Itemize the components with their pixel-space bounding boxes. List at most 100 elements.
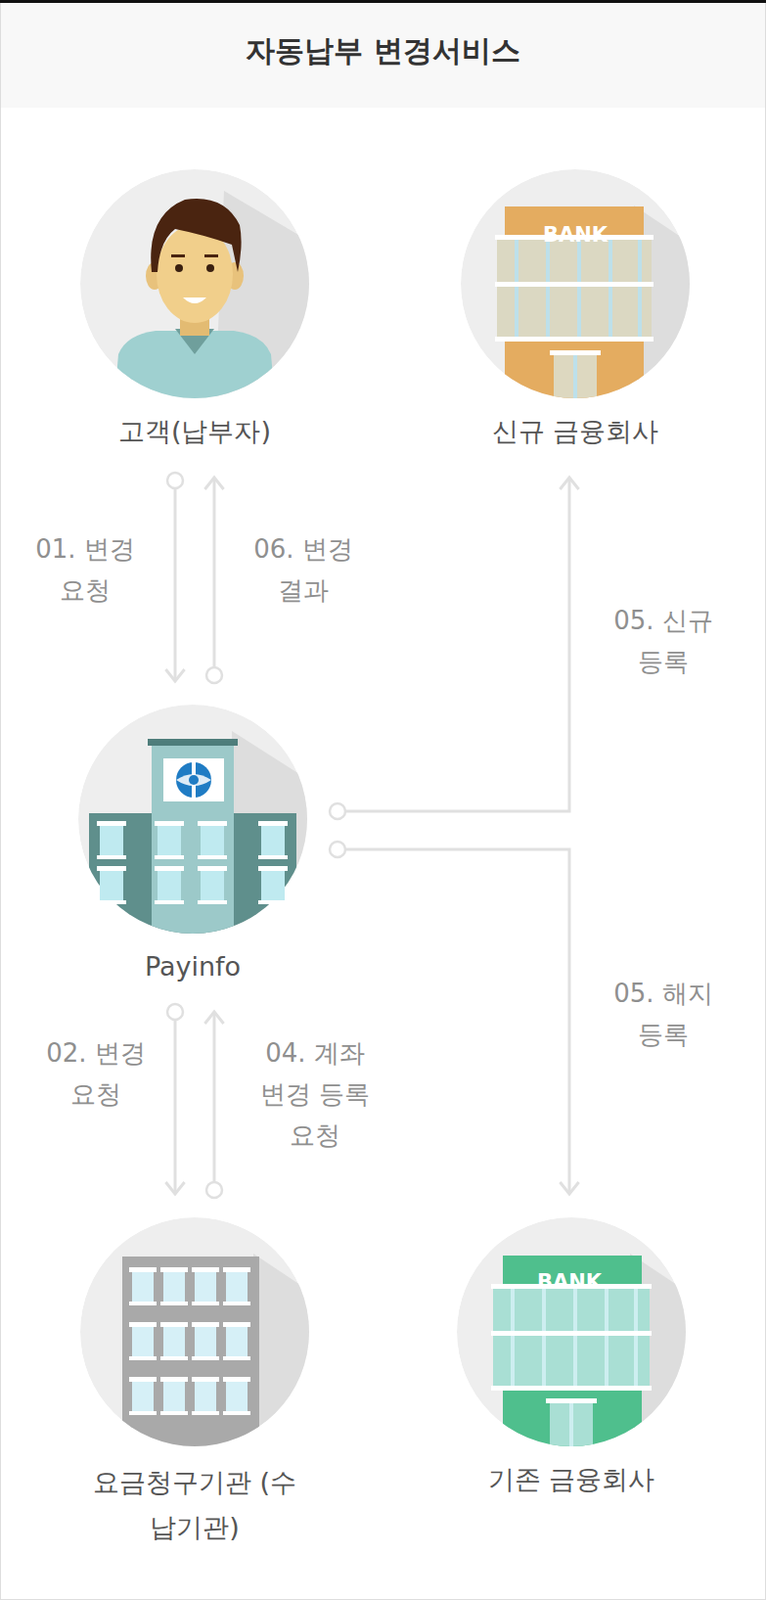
- window-cap: [258, 865, 288, 871]
- payinfo-building-icon: [78, 704, 340, 956]
- connector: [204, 477, 224, 683]
- window: [261, 824, 285, 857]
- window-cap: [160, 1266, 188, 1272]
- window-sill: [258, 855, 288, 859]
- step-label: 01. 변경요청: [24, 528, 146, 611]
- diagram-title: 자동납부 변경서비스: [0, 31, 766, 72]
- window: [163, 1325, 185, 1357]
- window: [225, 1270, 248, 1303]
- window-sill: [154, 900, 184, 904]
- window-cap: [191, 1266, 220, 1272]
- step-label: 05. 해지등록: [602, 972, 724, 1055]
- arrow-head: [165, 669, 184, 681]
- old-bank-icon: [456, 1216, 719, 1469]
- window-sill: [258, 900, 288, 904]
- window: [194, 1380, 217, 1412]
- window-sill: [96, 900, 127, 904]
- window: [200, 869, 225, 902]
- connector: [329, 841, 580, 1194]
- node-caption: 요금청구기관 (수납기관): [80, 1459, 310, 1550]
- window: [132, 1380, 154, 1412]
- connector-line: [213, 1011, 217, 1190]
- step-label: 06. 변경결과: [242, 528, 364, 611]
- connector: [329, 477, 580, 819]
- window-cap: [160, 1321, 188, 1327]
- customer-icon: [80, 169, 332, 421]
- window: [194, 1270, 217, 1303]
- window-sill: [197, 855, 227, 859]
- service-node: 기존 금융회사: [456, 1216, 686, 1499]
- window-cap: [160, 1376, 188, 1382]
- window-sill: [129, 1410, 157, 1415]
- window-sill: [197, 900, 227, 904]
- window-sill: [160, 1410, 188, 1415]
- arrow-head: [204, 477, 224, 490]
- window-cap: [129, 1376, 157, 1382]
- window-sill: [129, 1355, 157, 1360]
- service-node: 고객(납부자): [80, 169, 310, 451]
- connector-line: [337, 849, 570, 1194]
- node-caption: 신규 금융회사: [460, 411, 690, 451]
- window-sill: [160, 1301, 188, 1306]
- billing-building-icon: [80, 1216, 342, 1469]
- window-sill: [223, 1301, 251, 1306]
- window: [163, 1380, 185, 1412]
- arrow-head: [559, 1181, 579, 1194]
- window-cap: [129, 1321, 157, 1327]
- window-repeats: [96, 820, 288, 1415]
- step-label: 05. 신규등록: [602, 599, 724, 682]
- window-cap: [129, 1266, 157, 1272]
- window-sill: [191, 1301, 220, 1306]
- window: [194, 1325, 217, 1357]
- start-dot: [167, 472, 183, 489]
- window: [132, 1270, 154, 1303]
- window-sill: [129, 1301, 157, 1306]
- start-dot: [206, 1181, 223, 1198]
- window: [261, 869, 285, 902]
- window-cap: [223, 1266, 251, 1272]
- window: [157, 824, 181, 857]
- window: [132, 1325, 154, 1357]
- window-cap: [197, 865, 227, 871]
- window-sill: [154, 855, 184, 859]
- step-label: 02. 변경요청: [35, 1032, 157, 1115]
- window: [225, 1325, 248, 1357]
- window: [200, 824, 225, 857]
- window-cap: [197, 820, 227, 826]
- new-bank-icon: [460, 169, 722, 421]
- window-sill: [223, 1410, 251, 1415]
- service-node: Payinfo: [78, 704, 308, 987]
- start-dot: [329, 841, 346, 857]
- window: [99, 824, 124, 857]
- window-cap: [96, 820, 127, 826]
- window: [99, 869, 124, 902]
- arrow-head: [165, 1181, 184, 1194]
- window-sill: [223, 1355, 251, 1360]
- connector-line: [337, 477, 570, 812]
- arrow-head: [204, 1011, 224, 1024]
- connector-line: [174, 480, 178, 681]
- window-cap: [258, 820, 288, 826]
- window-cap: [223, 1321, 251, 1327]
- node-caption: Payinfo: [78, 946, 308, 987]
- window-cap: [191, 1321, 220, 1327]
- window: [163, 1270, 185, 1303]
- window-cap: [223, 1376, 251, 1382]
- node-caption: 고객(납부자): [80, 411, 310, 451]
- start-dot: [329, 803, 346, 819]
- window: [157, 869, 181, 902]
- connector: [204, 1011, 224, 1198]
- window-sill: [96, 855, 127, 859]
- service-node: 요금청구기관 (수납기관): [80, 1216, 310, 1550]
- connector: [165, 1003, 184, 1194]
- service-node: 신규 금융회사: [460, 169, 690, 451]
- window-cap: [154, 865, 184, 871]
- bank-sign: BANK: [526, 223, 625, 247]
- node-caption: 기존 금융회사: [456, 1459, 686, 1499]
- step-label: 04. 계좌변경 등록요청: [254, 1032, 376, 1156]
- window-cap: [96, 865, 127, 871]
- connector-line: [174, 1011, 178, 1194]
- window-sill: [191, 1410, 220, 1415]
